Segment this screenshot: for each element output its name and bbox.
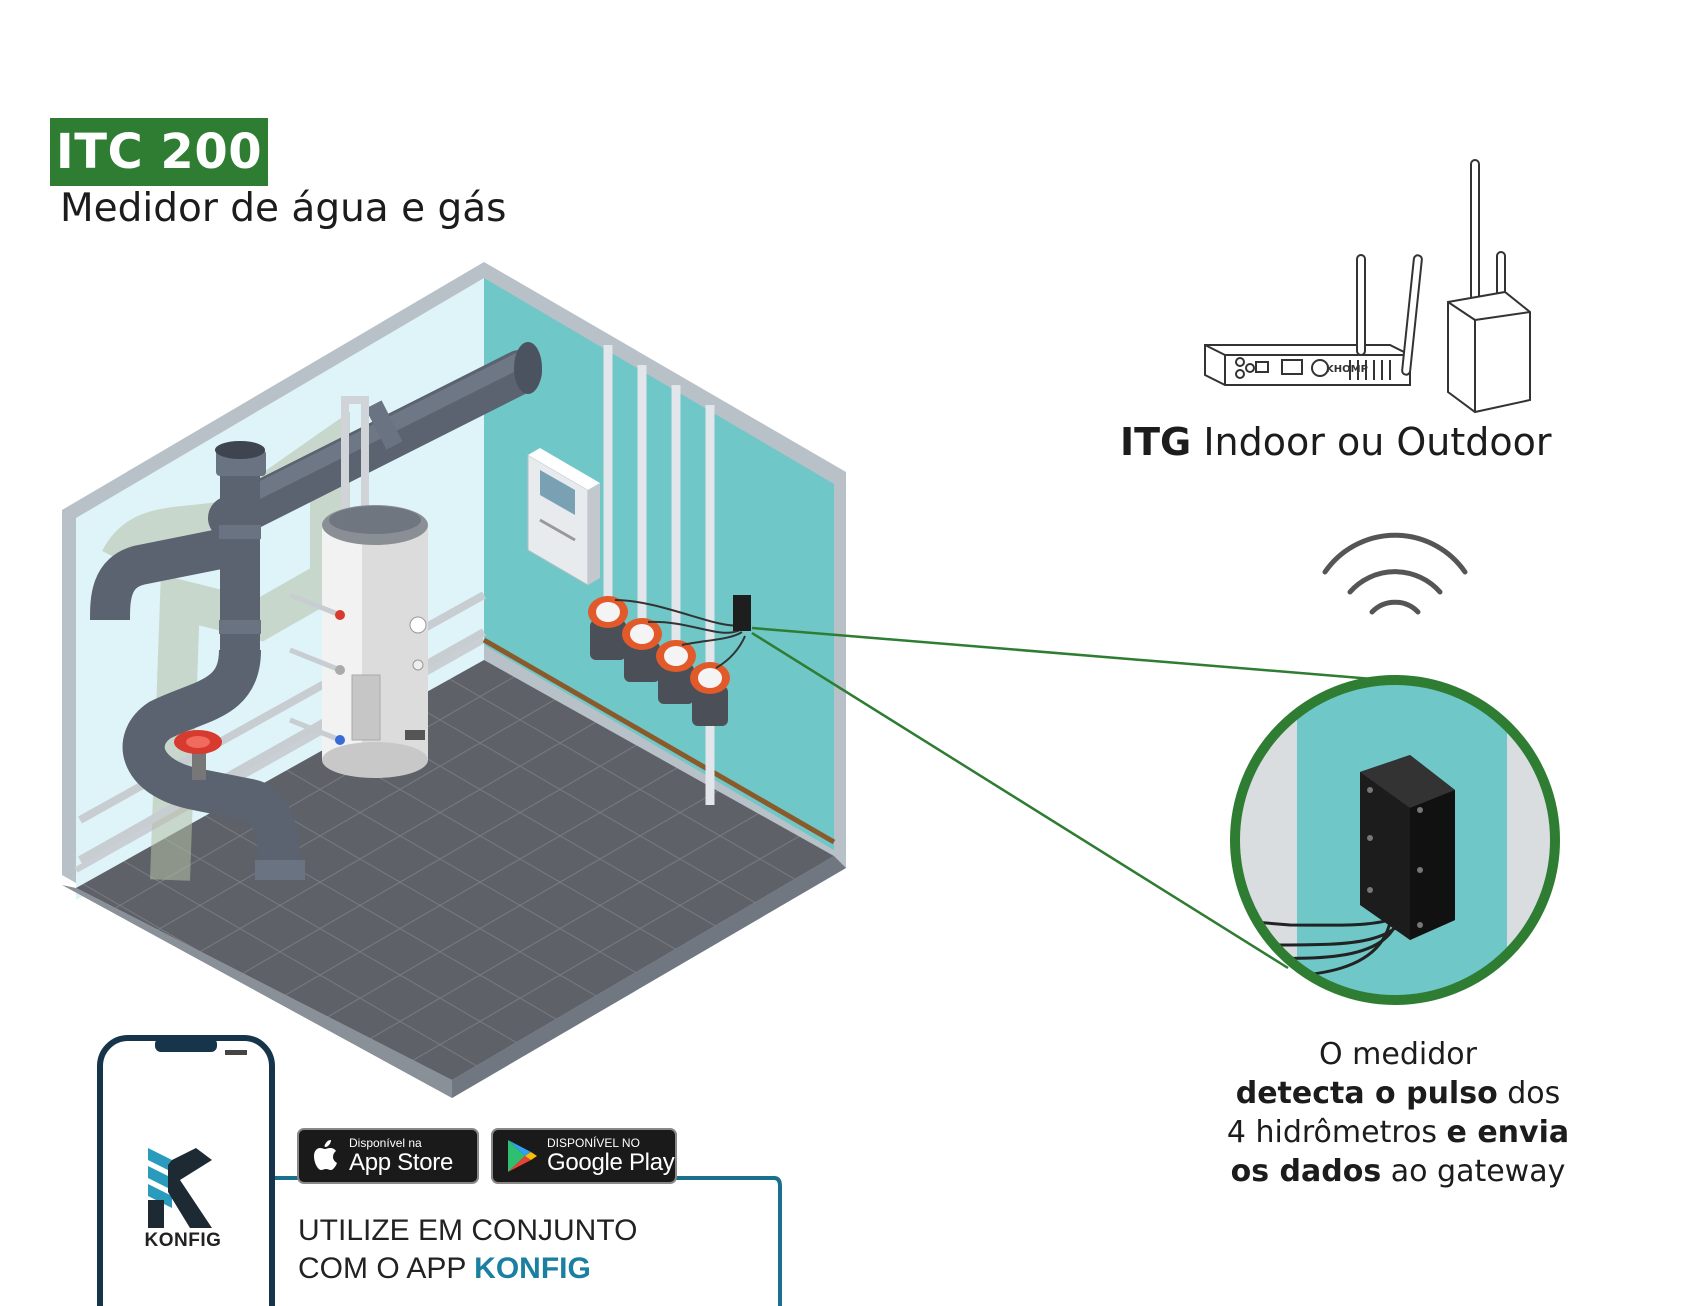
zoom-callout xyxy=(1230,675,1560,1005)
gateway-label-rest: Indoor ou Outdoor xyxy=(1191,420,1552,464)
app-frame-line xyxy=(275,1176,782,1306)
khomp-logo-text: KHOMP xyxy=(1326,364,1368,375)
app-usage-brand: KONFIG xyxy=(474,1252,591,1285)
gateway-indoor-device xyxy=(1204,254,1423,386)
itc200-device-small xyxy=(733,595,751,631)
google-play-big-label: Google Play xyxy=(547,1148,675,1176)
basement-room xyxy=(62,262,846,1098)
app-usage-line-1: UTILIZE EM CONJUNTO xyxy=(298,1214,638,1247)
google-play-icon xyxy=(508,1140,537,1172)
product-name: ITC 200 xyxy=(55,124,263,180)
google-play-button[interactable]: DISPONÍVEL NO Google Play xyxy=(491,1128,677,1184)
caption-line-4: os dados ao gateway xyxy=(1230,1154,1566,1189)
app-usage-line-2: COM O APP KONFIG xyxy=(298,1252,591,1285)
apple-icon xyxy=(314,1140,337,1170)
app-store-small-label: Disponível na xyxy=(349,1135,422,1150)
water-heater xyxy=(289,505,428,778)
konfig-logo-text: KONFIG xyxy=(144,1230,222,1251)
tiled-floor xyxy=(76,660,834,1080)
gateway-label-bold: ITG xyxy=(1120,420,1192,464)
main-pipe xyxy=(90,342,542,881)
caption-line-2: detecta o pulso dos xyxy=(1235,1076,1561,1111)
connection-lines xyxy=(751,626,1386,970)
caption-line-3: 4 hidrômetros e envia xyxy=(1226,1115,1570,1150)
google-play-small-label: DISPONÍVEL NO xyxy=(547,1135,640,1150)
right-wall xyxy=(484,278,834,850)
konfig-logo-icon xyxy=(148,1148,212,1228)
wifi-signal-icon xyxy=(1322,532,1468,615)
product-title-badge: ITC 200 xyxy=(50,118,268,186)
product-subtitle: Medidor de água e gás xyxy=(60,186,507,231)
app-usage-text: UTILIZE EM CONJUNTO COM O APP KONFIG xyxy=(298,1212,637,1288)
app-store-big-label: App Store xyxy=(349,1148,454,1176)
gateway-label: ITG Indoor ou Outdoor xyxy=(1120,420,1552,464)
gateway-outdoor-device xyxy=(1447,159,1531,414)
valve-icon xyxy=(174,730,222,780)
meter-caption: O medidor detecta o pulso dos 4 hidrômet… xyxy=(1188,1035,1608,1191)
water-meters xyxy=(588,596,746,726)
electric-panel xyxy=(527,448,600,586)
caption-line-1: O medidor xyxy=(1319,1037,1477,1072)
app-store-button[interactable]: Disponível na App Store xyxy=(297,1128,479,1184)
